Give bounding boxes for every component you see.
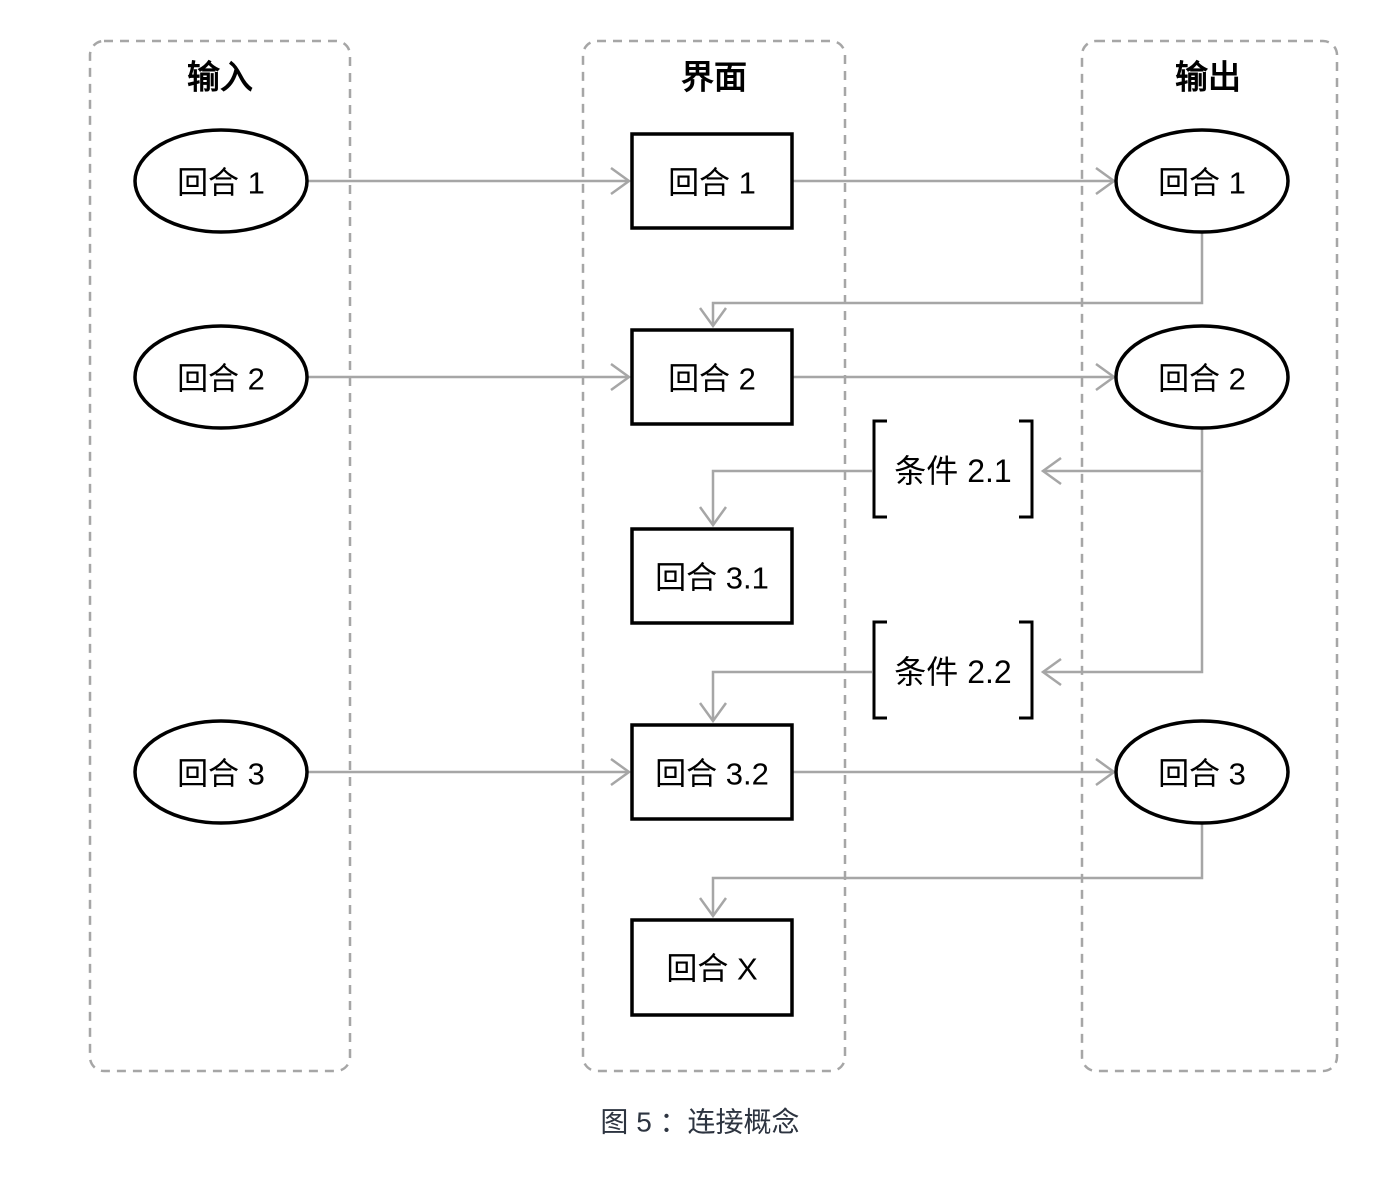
- column-input: 输入: [88, 39, 352, 1073]
- edge-condition21-to-ui31: [713, 469, 872, 525]
- node-ui-round-x: 回合 X: [630, 918, 794, 1017]
- interface-column-border: [581, 39, 847, 1073]
- ui-round-3-1-label: 回合 3.1: [655, 561, 769, 596]
- edge-output3-to-uix: [713, 823, 1204, 916]
- edge-output2-to-condition21: [1043, 428, 1204, 471]
- condition-2-2-right-bracket: [1019, 620, 1034, 720]
- node-output-round-2: 回合 2: [1114, 324, 1290, 430]
- output-round-1-ellipse: [1114, 128, 1290, 234]
- output-column-border: [1080, 39, 1339, 1073]
- ui-round-3-1-rect: [630, 527, 794, 625]
- input-round-3-ellipse: [133, 719, 309, 825]
- input-round-2-ellipse: [133, 324, 309, 430]
- edge-output1-to-ui2: [713, 232, 1204, 326]
- condition-2-1-left-bracket: [872, 419, 887, 519]
- input-round-3-label: 回合 3: [177, 757, 265, 792]
- input-round-1-ellipse: [133, 128, 309, 234]
- input-column-border: [88, 39, 352, 1073]
- column-output: 输出: [1080, 39, 1339, 1073]
- node-ui-round-3-2: 回合 3.2: [630, 723, 794, 821]
- edge-condition22-to-ui32: [713, 670, 872, 721]
- node-ui-round-2: 回合 2: [630, 328, 794, 426]
- output-round-2-label: 回合 2: [1158, 362, 1246, 397]
- node-input-round-2: 回合 2: [133, 324, 309, 430]
- ui-round-3-2-rect: [630, 723, 794, 821]
- ui-round-1-label: 回合 1: [668, 166, 756, 201]
- condition-2-2-left-bracket: [872, 620, 887, 720]
- input-round-1-label: 回合 1: [177, 166, 265, 201]
- condition-2-2-label: 条件 2.2: [894, 654, 1011, 690]
- node-condition-2-2: 条件 2.2: [872, 620, 1034, 720]
- input-round-2-label: 回合 2: [177, 362, 265, 397]
- condition-2-1-right-bracket: [1019, 419, 1034, 519]
- ui-round-2-rect: [630, 328, 794, 426]
- node-ui-round-1: 回合 1: [630, 132, 794, 230]
- ui-round-3-2-label: 回合 3.2: [655, 757, 769, 792]
- ui-round-x-label: 回合 X: [666, 952, 758, 987]
- ui-round-1-rect: [630, 132, 794, 230]
- output-round-3-label: 回合 3: [1158, 757, 1246, 792]
- column-interface: 界面: [581, 39, 847, 1073]
- output-round-1-label: 回合 1: [1158, 166, 1246, 201]
- condition-2-1-label: 条件 2.1: [894, 453, 1011, 489]
- edge-output2-to-condition22: [1043, 471, 1204, 672]
- ui-round-2-label: 回合 2: [668, 362, 756, 397]
- figure-caption: 图 5 ：连接概念: [600, 1107, 799, 1138]
- output-round-2-ellipse: [1114, 324, 1290, 430]
- output-column-title: 输出: [1175, 59, 1241, 96]
- node-output-round-1: 回合 1: [1114, 128, 1290, 234]
- input-column-title: 输入: [187, 59, 253, 96]
- node-input-round-3: 回合 3: [133, 719, 309, 825]
- node-ui-round-3-1: 回合 3.1: [630, 527, 794, 625]
- interface-column-title: 界面: [681, 59, 747, 96]
- ui-round-x-rect: [630, 918, 794, 1017]
- node-condition-2-1: 条件 2.1: [872, 419, 1034, 519]
- node-input-round-1: 回合 1: [133, 128, 309, 234]
- node-output-round-3: 回合 3: [1114, 719, 1290, 825]
- output-round-3-ellipse: [1114, 719, 1290, 825]
